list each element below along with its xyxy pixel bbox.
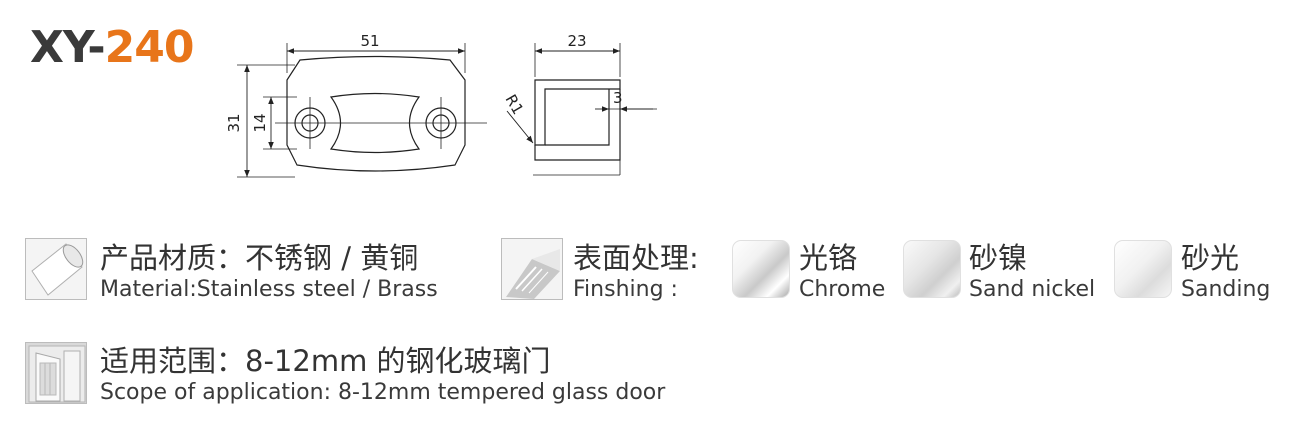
material-label-zh: 产品材质：不锈钢 / 黄铜 (100, 241, 419, 275)
scope-label-en: Scope of application: 8-12mm tempered gl… (100, 380, 666, 405)
dim-radius: R1 (502, 91, 528, 117)
finishing-icon (501, 238, 563, 300)
finish-option-en: Sanding (1181, 277, 1271, 302)
glass-door-icon (25, 342, 87, 404)
material-icon (25, 238, 87, 300)
sand-nickel-swatch (903, 240, 961, 298)
finish-option-zh: 砂镍 (969, 241, 1028, 275)
dim-depth: 23 (567, 32, 586, 50)
material-label-en: Material:Stainless steel / Brass (100, 277, 438, 302)
dim-width: 51 (360, 32, 379, 50)
side-profile (534, 79, 621, 146)
technical-drawing: 51 31 14 23 R1 3 (225, 32, 657, 178)
finish-option-zh: 砂光 (1181, 241, 1240, 275)
dim-hole-spacing: 14 (251, 113, 269, 132)
material-block: 产品材质：不锈钢 / 黄铜 Material:Stainless steel /… (100, 241, 438, 303)
finish-option-zh: 光铬 (799, 241, 858, 275)
model-number: 240 (104, 22, 195, 73)
finishing-label-en: Finshing : (573, 277, 678, 302)
finish-option-sand-nickel: 砂镍 Sand nickel (969, 241, 1095, 303)
finishing-block: 表面处理: Finshing : (573, 241, 699, 303)
dim-height: 31 (225, 113, 243, 132)
plate-outline (286, 55, 466, 172)
finish-option-en: Chrome (799, 277, 886, 302)
finish-option-sanding: 砂光 Sanding (1181, 241, 1270, 303)
model-prefix: XY- (30, 22, 106, 73)
chrome-swatch (732, 240, 790, 298)
scope-block: 适用范围：8-12mm 的钢化玻璃门 Scope of application:… (100, 344, 665, 406)
finishing-label-zh: 表面处理: (573, 241, 699, 275)
model-title: XY-240 (30, 22, 195, 74)
dim-thickness: 3 (613, 89, 623, 107)
finish-option-en: Sand nickel (969, 277, 1096, 302)
sanding-swatch (1114, 240, 1172, 298)
finish-option-chrome: 光铬 Chrome (799, 241, 885, 303)
scope-label-zh: 适用范围：8-12mm 的钢化玻璃门 (100, 344, 551, 378)
